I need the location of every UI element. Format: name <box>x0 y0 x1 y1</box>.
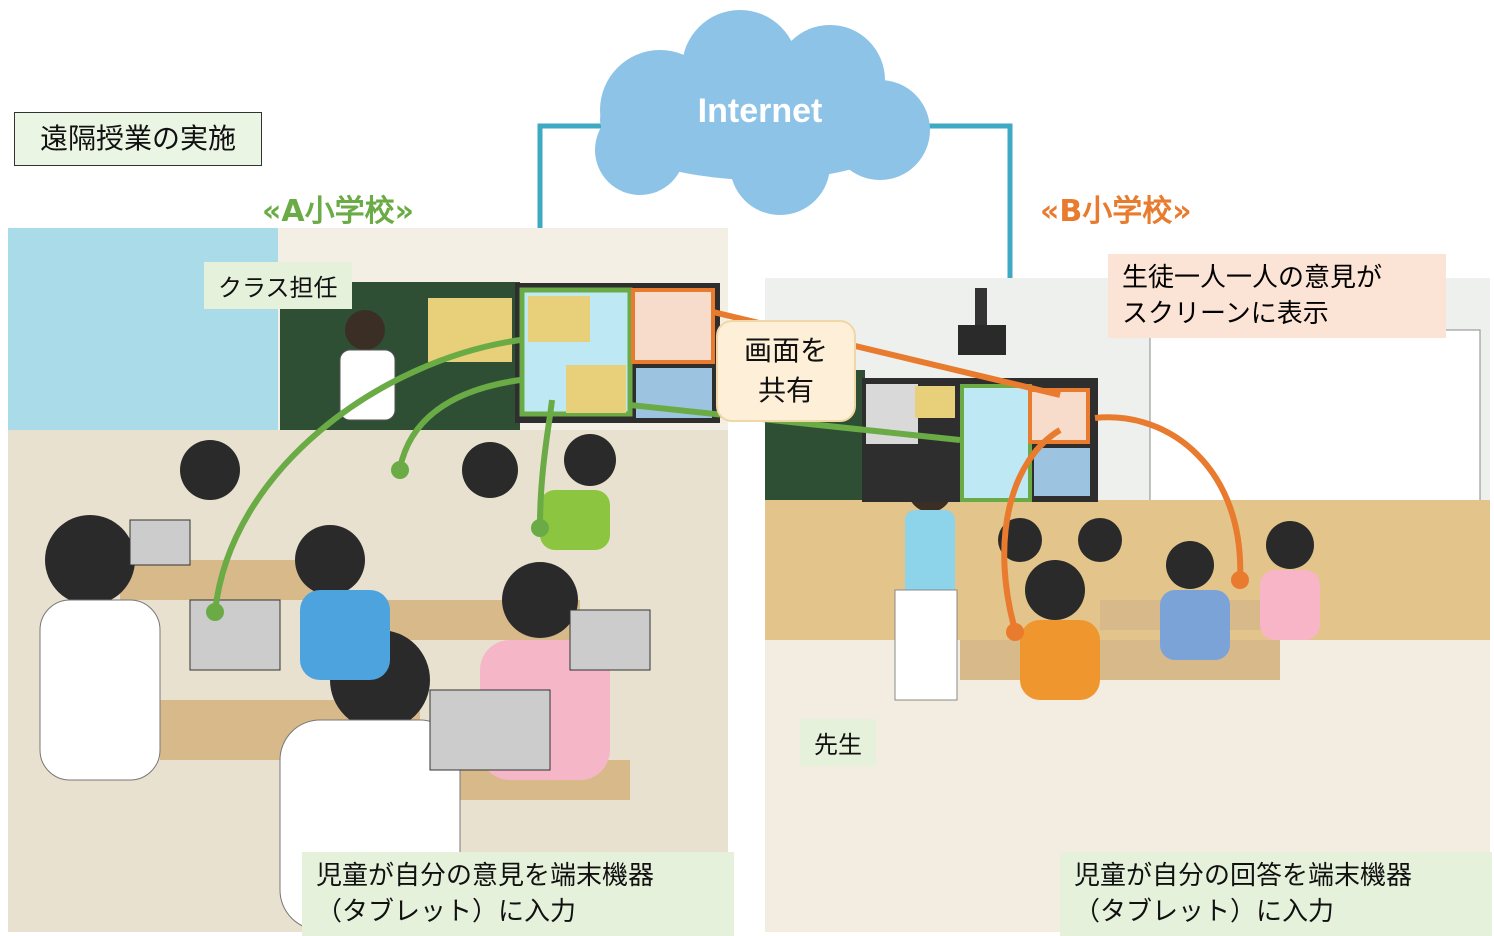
internet-label: Internet <box>697 92 823 130</box>
opinion-line1: 生徒一人一人の意見が <box>1122 263 1383 293</box>
share-line1: 画面を <box>743 334 828 367</box>
caption-a-line2: （タブレット）に入力 <box>316 897 577 927</box>
teacher-b-label: 先生 <box>800 719 876 766</box>
share-line2: 共有 <box>757 374 814 407</box>
screen-b <box>862 378 1098 502</box>
caption-a: 児童が自分の意見を端末機器 （タブレット）に入力 <box>302 852 734 936</box>
classroom-b-illustration <box>765 278 1490 932</box>
green-arrows <box>212 337 961 613</box>
school-b-name: «B小学校» <box>1040 194 1192 229</box>
caption-b-line2: （タブレット）に入力 <box>1074 897 1335 927</box>
classroom-a-illustration <box>8 228 728 932</box>
share-screen-label: 画面を 共有 <box>716 320 856 422</box>
opinion-label: 生徒一人一人の意見が スクリーンに表示 <box>1108 254 1446 338</box>
cloud-icon <box>595 10 930 215</box>
page-title: 遠隔授業の実施 <box>14 112 262 166</box>
caption-b: 児童が自分の回答を端末機器 （タブレット）に入力 <box>1060 852 1492 936</box>
teacher-a-label: クラス担任 <box>204 262 352 309</box>
opinion-line2: スクリーンに表示 <box>1122 299 1329 329</box>
caption-b-line1: 児童が自分の回答を端末機器 <box>1074 861 1413 891</box>
caption-a-line1: 児童が自分の意見を端末機器 <box>316 861 655 891</box>
school-a-name: «A小学校» <box>262 194 414 229</box>
